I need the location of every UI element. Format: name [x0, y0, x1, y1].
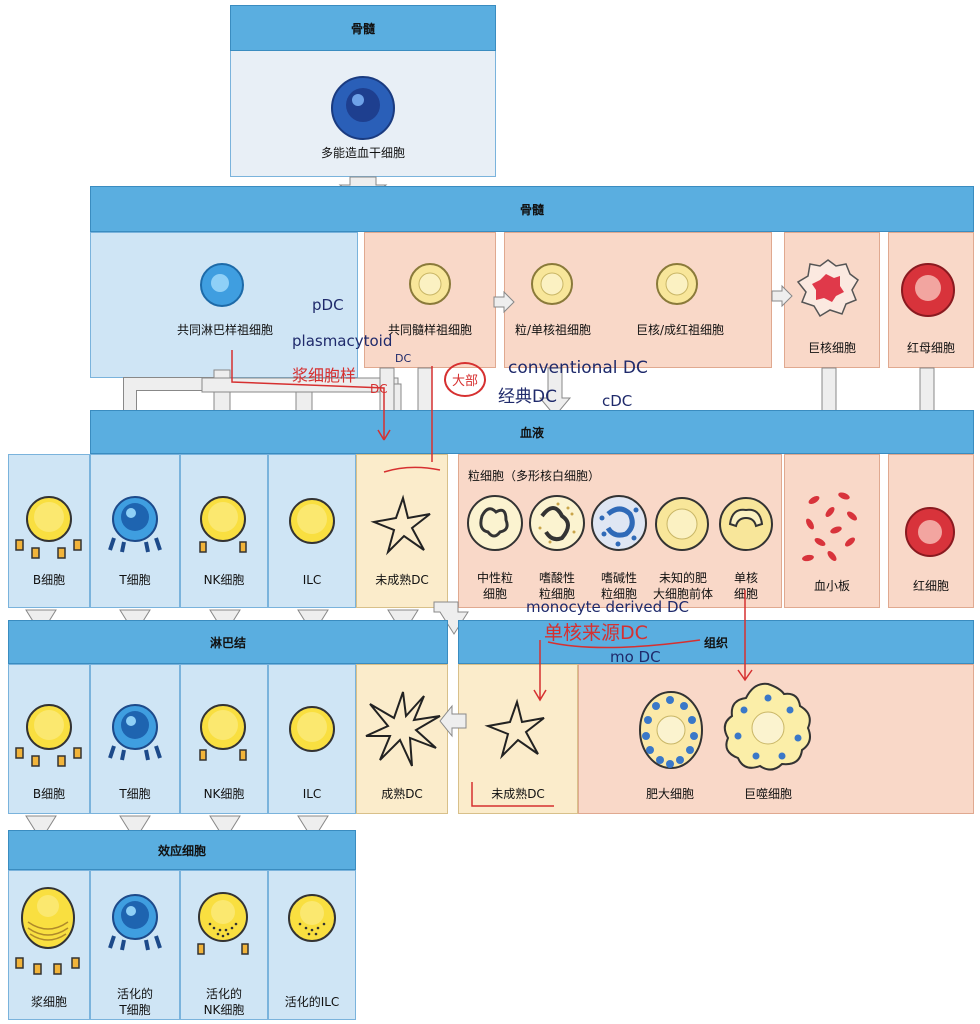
annotation-dc-1: DC [395, 352, 412, 365]
monocyte-label-2: 细胞 [733, 587, 758, 601]
arrow-down-icon [538, 367, 572, 417]
stem-cell-icon [331, 76, 395, 140]
activated-t-label-2: T细胞 [119, 1003, 151, 1017]
blood-b-label: B细胞 [32, 573, 66, 587]
lymph-node-header: 淋巴结 [8, 620, 448, 664]
monocyte-icon [719, 497, 773, 551]
activated-nk-icon [197, 892, 249, 955]
nk-cell-icon [199, 704, 247, 761]
annotation-plasmacytoid: plasmacytoid [292, 332, 393, 350]
annotation-conventional: conventional DC [508, 358, 648, 378]
cmp-cell-icon [409, 263, 451, 305]
mature-dc-icon [365, 691, 441, 767]
macrophage-icon [723, 682, 811, 771]
neutrophil-label-2: 细胞 [482, 587, 507, 601]
tissue-header: 组织 [458, 620, 974, 664]
b-cell-icon [15, 496, 82, 559]
annotation-plasma-cn: 浆细胞样 [292, 366, 357, 385]
clp-label: 共同淋巴样祖细胞 [176, 323, 273, 337]
t-cell-icon [108, 704, 162, 761]
annotation-mono-cn: 单核来源DC [544, 622, 648, 644]
megakaryocyte-icon [796, 259, 859, 318]
tissue-immature-dc-label: 未成熟DC [491, 787, 545, 801]
erythroblast-icon [901, 263, 955, 317]
annotation-pdc: pDC [312, 296, 344, 314]
lymph-ilc-label: ILC [302, 787, 322, 801]
lymph-to-effector-arrows [25, 815, 329, 841]
blood-ilc-label: ILC [302, 573, 322, 587]
platelet-label: 血小板 [813, 579, 850, 593]
blood-nk-label: NK细胞 [203, 573, 245, 587]
activated-ilc-label: 活化的ILC [284, 995, 340, 1009]
mature-dc-label: 成熟DC [381, 787, 423, 801]
activated-nk-label-1: 活化的 [205, 987, 242, 1001]
annotation-mono-derived: monocyte derived DC [526, 598, 689, 616]
arrow-right-icon [493, 290, 515, 314]
mast-cell-label: 肥大细胞 [645, 787, 694, 801]
rbc-icon [905, 507, 955, 557]
mast-cell-icon [639, 691, 703, 769]
stem-cell-label: 多能造血干细胞 [320, 146, 405, 160]
mep-label: 巨核/成红祖细胞 [635, 323, 725, 337]
ilc-icon [289, 498, 335, 544]
activated-ilc-icon [288, 894, 336, 942]
monocyte-label-1: 单核 [733, 571, 758, 585]
basophil-label-1: 嗜碱性 [600, 571, 637, 585]
plasma-cell-label: 浆细胞 [30, 995, 67, 1009]
t-cell-icon [108, 496, 162, 553]
annotation-modc: mo DC [610, 648, 661, 666]
top-bone-marrow-header: 骨髓 [230, 5, 496, 51]
blood-header: 血液 [90, 410, 974, 454]
immature-dc-icon [370, 494, 431, 556]
arrow-left-icon [439, 704, 467, 738]
eosinophil-label-1: 嗜酸性 [538, 571, 575, 585]
platelet-icon [802, 492, 857, 562]
arrow-right-icon [771, 284, 793, 308]
annotation-dc-2: DC [370, 382, 388, 396]
mep-cell-icon [656, 263, 698, 305]
effector-header: 效应细胞 [8, 830, 356, 870]
b-cell-icon [15, 704, 82, 767]
lymph-t-label: T细胞 [119, 787, 151, 801]
neutrophil-label-1: 中性粒 [476, 571, 513, 585]
annotation-cdc: cDC [602, 392, 633, 410]
nk-cell-icon [199, 496, 247, 553]
ilc-icon [289, 706, 335, 752]
gmp-cell-icon [531, 263, 573, 305]
erythroblast-label: 红母细胞 [906, 341, 955, 355]
blood-immature-dc-label: 未成熟DC [375, 573, 429, 587]
gmp-label: 粒/单核祖细胞 [514, 323, 592, 337]
activated-t-icon [108, 894, 162, 951]
neutrophil-icon [467, 495, 523, 551]
blood-t-label: T细胞 [119, 573, 151, 587]
mast-precursor-label-1: 未知的肥 [658, 571, 707, 585]
mast-precursor-label-2: 大细胞前体 [652, 587, 713, 601]
activated-nk-label-2: NK细胞 [203, 1003, 245, 1017]
annotation-big: 大部 [444, 362, 487, 397]
macrophage-label: 巨噬细胞 [743, 787, 792, 801]
rbc-label: 红细胞 [912, 579, 949, 593]
activated-t-label-1: 活化的 [116, 987, 153, 1001]
basophil-icon [591, 495, 647, 551]
lymph-b-label: B细胞 [32, 787, 66, 801]
megakaryocyte-label: 巨核细胞 [807, 341, 856, 355]
bone-marrow-header: 骨髓 [90, 186, 974, 232]
mast-precursor-icon [655, 497, 709, 551]
annotation-classic-cn: 经典DC [498, 387, 557, 407]
eosinophil-label-2: 粒细胞 [538, 587, 575, 601]
basophil-label-2: 粒细胞 [600, 587, 637, 601]
eosinophil-icon [529, 495, 585, 551]
clp-cell-icon [200, 263, 244, 307]
plasma-cell-icon [15, 887, 80, 975]
lymph-nk-label: NK细胞 [203, 787, 245, 801]
cmp-label: 共同髓样祖细胞 [387, 323, 472, 337]
immature-dc-icon [484, 698, 545, 760]
granulocyte-title: 粒细胞（多形核白细胞） [468, 469, 601, 483]
